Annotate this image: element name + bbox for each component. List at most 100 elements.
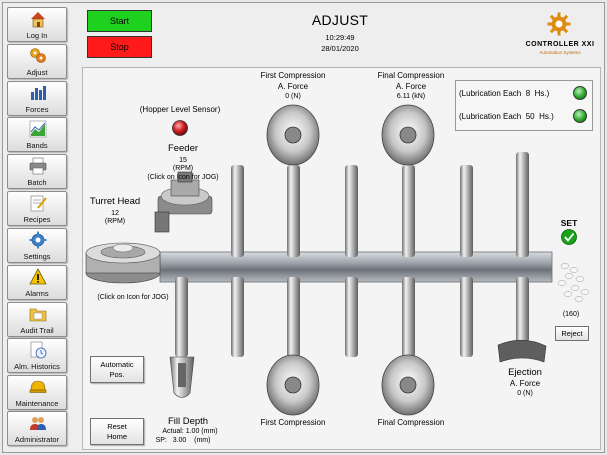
fill-depth-sp-unit: (mm): [194, 437, 211, 444]
sidebar-item-batch[interactable]: Batch: [7, 154, 67, 189]
reject-button[interactable]: Reject: [555, 326, 589, 341]
feeder-rpm-unit: (RPM): [172, 165, 194, 172]
bar-chart-icon: [29, 84, 47, 102]
feeder-jog-hint: (Click on Icon for JOG): [147, 174, 219, 181]
band-chart-icon: [29, 120, 47, 138]
sidebar-item-maintenance[interactable]: Maintenance: [7, 375, 67, 410]
turret-rpm-unit: (RPM): [104, 218, 126, 225]
lubrication-panel: (Lubrication Each 8 Hs.) (Lubrication Ea…: [455, 80, 593, 131]
fill-depth-actual-label: Actual:: [162, 428, 184, 435]
sidebar-item-administrator[interactable]: Administrator: [7, 411, 67, 446]
automatic-pos-button[interactable]: Automatic Pos.: [90, 356, 144, 383]
lubrication-status-led: [573, 86, 587, 100]
printer-icon: [29, 157, 47, 175]
hopper-level-led: [172, 120, 188, 136]
set-label: SET: [560, 218, 578, 228]
turret-head-icon: [85, 242, 161, 284]
sidebar-item-adjust[interactable]: Adjust: [7, 44, 67, 79]
lubrication-hours-unit: Hs.): [534, 89, 550, 98]
sidebar-item-bands[interactable]: Bands: [7, 117, 67, 152]
roller-first-compression-bottom: [266, 354, 320, 416]
final-compression-top-force-label: A. Force: [395, 82, 427, 91]
fill-depth-cam-icon: [169, 356, 195, 398]
sidebar-item-label: Adjust: [26, 68, 48, 77]
sidebar-item-label: Audit Trail: [20, 326, 54, 335]
reset-home-button[interactable]: Reset Home: [90, 418, 144, 445]
sidebar-item-label: Alarms: [25, 289, 49, 298]
feeder-title: Feeder: [167, 143, 199, 154]
turret-head-title: Turret Head: [89, 196, 141, 207]
fill-depth-title: Fill Depth: [167, 416, 209, 427]
ejection-cam-icon: [497, 339, 547, 363]
sidebar-item-forces[interactable]: Forces: [7, 81, 67, 116]
clock-date: 28/01/2020: [321, 44, 359, 53]
turret-rpm-value: 12: [111, 210, 119, 217]
reset-home-line1: Reset: [107, 422, 127, 431]
sidebar-item-recipes[interactable]: Recipes: [7, 191, 67, 226]
ejection-title: Ejection: [508, 367, 542, 378]
brand-subtitle: Automation Systems: [539, 50, 581, 55]
brand-name: CONTROLLER XXI: [525, 41, 595, 48]
sidebar-item-audit-trail[interactable]: Audit Trail: [7, 302, 67, 337]
fill-depth-actual-value: 1.00 (mm): [185, 428, 218, 435]
settings-gears-icon: [29, 231, 47, 249]
automatic-pos-line1: Automatic: [100, 360, 134, 369]
sidebar-item-label: Log In: [26, 31, 48, 40]
lower-punches: [175, 277, 529, 357]
clock-time: 10:29:49: [325, 33, 355, 42]
sidebar-item-label: Recipes: [23, 215, 51, 224]
roller-final-compression-bottom: [381, 354, 435, 416]
feeder-rpm-value: 15: [179, 157, 187, 164]
page-title: ADJUST: [311, 12, 369, 28]
first-compression-top-force-label: A. Force: [277, 82, 309, 91]
lubrication-hours-value: 50: [525, 112, 535, 121]
tablet-counter: (160): [562, 311, 580, 318]
lubrication-label: (Lubrication Each: [459, 89, 522, 98]
stop-button[interactable]: Stop: [87, 36, 152, 58]
turret-jog-hint: (Click on Icon for JOG): [97, 294, 169, 301]
final-compression-bottom-title: Final Compression: [377, 418, 445, 427]
sidebar-item-alarms[interactable]: Alarms: [7, 265, 67, 300]
sidebar-item-label: Forces: [25, 105, 49, 114]
hopper-level-label: (Hopper Level Sensor): [139, 105, 221, 114]
start-button[interactable]: Start: [87, 10, 152, 32]
ejection-force-label: A. Force: [509, 379, 541, 388]
set-check-icon: [561, 229, 577, 245]
lubrication-hours-value: 8: [525, 89, 531, 98]
ejection-force-value: 0 (N): [517, 390, 533, 397]
recipe-icon: [29, 194, 47, 212]
lubrication-hours-unit: Hs.): [539, 112, 554, 121]
lubrication-row-2: (Lubrication Each 50 Hs.): [459, 112, 554, 121]
sidebar-item-alm-historics[interactable]: Alm. Historics: [7, 338, 67, 373]
sidebar-item-label: Bands: [26, 141, 48, 150]
roller-final-compression-top: [381, 104, 435, 166]
gears-icon: [29, 47, 47, 65]
helmet-icon: [29, 378, 47, 396]
upper-punches: [231, 152, 529, 257]
roller-first-compression-top: [266, 104, 320, 166]
folder-icon: [29, 305, 47, 323]
house-icon: [29, 10, 47, 28]
sidebar-item-label: Maintenance: [15, 399, 59, 408]
feeder-icon: [154, 171, 213, 233]
sidebar-item-settings[interactable]: Settings: [7, 228, 67, 263]
sidebar-item-label: Settings: [23, 252, 51, 261]
first-compression-bottom-title: First Compression: [260, 418, 326, 427]
warning-icon: [29, 268, 47, 286]
sidebar-item-log-in[interactable]: Log In: [7, 7, 67, 42]
final-compression-top-force-value: 6.11 (kN): [396, 93, 426, 100]
lubrication-status-led: [573, 109, 587, 123]
brand-gear-icon: [547, 12, 571, 36]
lubrication-row-1: (Lubrication Each 8 Hs.): [459, 89, 549, 98]
final-compression-top-title: Final Compression: [377, 71, 445, 80]
fill-depth-sp-label: SP:: [155, 437, 167, 444]
fill-depth-actual: Actual: 1.00 (mm): [150, 428, 230, 435]
automatic-pos-line2: Pos.: [109, 370, 125, 379]
first-compression-top-force-value: 0 (N): [285, 93, 301, 100]
fill-depth-sp: SP: 3.00 (mm): [142, 437, 224, 444]
sidebar-item-label: Administrator: [14, 435, 60, 444]
reset-home-line2: Home: [106, 432, 127, 441]
tablets-icon: [557, 263, 590, 302]
sidebar-item-label: Batch: [27, 178, 47, 187]
